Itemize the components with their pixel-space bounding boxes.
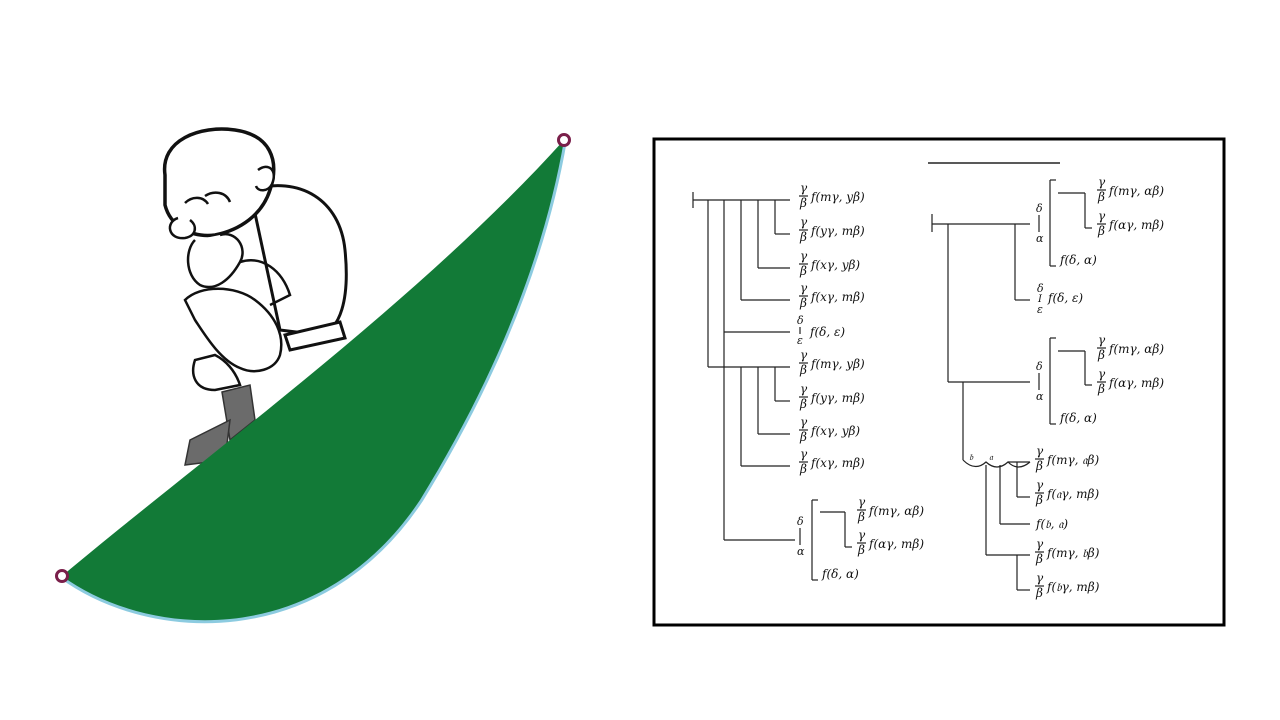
gamma-symbol: γ <box>800 348 808 362</box>
beta-symbol: β <box>857 543 865 557</box>
shorts <box>283 320 347 352</box>
beta-symbol: β <box>799 363 807 377</box>
beta-symbol: β <box>799 264 807 278</box>
beta-symbol: β <box>857 510 865 524</box>
gamma-symbol: γ <box>858 528 866 542</box>
delta-symbol: δ <box>1037 282 1044 295</box>
beta-symbol: β <box>1097 190 1105 204</box>
arm <box>186 232 244 289</box>
green-region <box>62 140 564 621</box>
gamma-symbol: γ <box>1036 478 1044 492</box>
alpha-symbol: α <box>1036 232 1044 245</box>
left-formula-2: f(xγ, yβ) <box>810 258 860 272</box>
gamma-symbol: γ <box>1036 571 1044 585</box>
beta-symbol: β <box>1097 382 1105 396</box>
left-formula-10: f(αγ, mβ) <box>868 537 924 551</box>
endpoint-right[interactable] <box>557 133 571 147</box>
beta-symbol: β <box>1097 348 1105 362</box>
epsilon-symbol: ε <box>1037 303 1043 316</box>
right-formula-11: f(𝔟γ, mβ) <box>1046 580 1100 594</box>
beta-symbol: β <box>799 430 807 444</box>
right-formula-6: f(δ, α) <box>1059 411 1097 425</box>
left-formula-5: f(mγ, yβ) <box>810 357 865 371</box>
right-formula-10: f(mγ, 𝔟β) <box>1046 546 1100 560</box>
beta-symbol: β <box>799 296 807 310</box>
endpoint-left[interactable] <box>55 569 69 583</box>
small-letter-a: 𝔞 <box>989 453 994 463</box>
bar-i-symbol: I <box>1037 294 1043 305</box>
delta-symbol: δ <box>797 314 804 327</box>
beta-symbol: β <box>799 196 807 210</box>
ear <box>254 165 275 192</box>
left-eye <box>184 196 210 205</box>
right-eye <box>204 191 232 203</box>
alpha-symbol: α <box>797 545 805 558</box>
left-formula-9: f(mγ, αβ) <box>868 504 924 518</box>
foot <box>191 353 242 392</box>
gamma-symbol: γ <box>1098 175 1106 189</box>
delta-symbol: δ <box>797 515 804 528</box>
right-formula-5: f(αγ, mβ) <box>1108 376 1164 390</box>
right-formula-3: f(δ, ε) <box>1047 291 1083 305</box>
epsilon-symbol: ε <box>797 334 803 347</box>
left-formula-4: f(δ, ε) <box>809 325 845 339</box>
right-formula-0: f(mγ, αβ) <box>1108 184 1164 198</box>
beta-symbol: β <box>1035 459 1043 473</box>
gamma-symbol: γ <box>800 447 808 461</box>
beta-symbol: β <box>799 230 807 244</box>
gamma-symbol: γ <box>800 281 808 295</box>
gamma-symbol: γ <box>858 495 866 509</box>
gamma-symbol: γ <box>1036 537 1044 551</box>
right-formula-1: f(αγ, mβ) <box>1108 218 1164 232</box>
gamma-symbol: γ <box>1098 209 1106 223</box>
right-formula-9: f(𝔟, 𝔞) <box>1035 517 1068 531</box>
beta-symbol: β <box>1035 586 1043 600</box>
gamma-symbol: γ <box>800 181 808 195</box>
knees <box>183 287 283 373</box>
delta-symbol: δ <box>1036 360 1043 373</box>
gamma-symbol: γ <box>1098 333 1106 347</box>
left-formula-7: f(xγ, yβ) <box>810 424 860 438</box>
left-formula-8: f(xγ, mβ) <box>810 456 865 470</box>
left-formula-11: f(δ, α) <box>821 567 859 581</box>
concavity-wave <box>962 459 1031 468</box>
beta-symbol: β <box>1035 493 1043 507</box>
right-formula-4: f(mγ, αβ) <box>1108 342 1164 356</box>
nose <box>168 216 197 240</box>
right-formula-7: f(mγ, 𝔞β) <box>1046 453 1099 467</box>
left-formula-3: f(xγ, mβ) <box>810 290 865 304</box>
left-formula-0: f(mγ, yβ) <box>810 190 865 204</box>
beta-symbol: β <box>1035 552 1043 566</box>
gamma-symbol: γ <box>800 249 808 263</box>
begriffsschrift-frame <box>652 137 1226 627</box>
thinker-cartoon <box>162 127 348 466</box>
gamma-symbol: γ <box>1098 367 1106 381</box>
gamma-symbol: γ <box>800 215 808 229</box>
upper-arm <box>239 259 292 307</box>
beta-symbol: β <box>1097 224 1105 238</box>
right-formula-2: f(δ, α) <box>1059 253 1097 267</box>
left-formula-6: f(yγ, mβ) <box>810 391 865 405</box>
gamma-symbol: γ <box>1036 444 1044 458</box>
alpha-symbol: α <box>1036 390 1044 403</box>
small-letter-b: 𝔟 <box>969 453 974 463</box>
gamma-symbol: γ <box>800 415 808 429</box>
beta-symbol: β <box>799 462 807 476</box>
left-formula-1: f(yγ, mβ) <box>810 224 865 238</box>
delta-symbol: δ <box>1036 202 1043 215</box>
right-formula-8: f(𝔞γ, mβ) <box>1046 487 1099 501</box>
beta-symbol: β <box>799 397 807 411</box>
gamma-symbol: γ <box>800 382 808 396</box>
